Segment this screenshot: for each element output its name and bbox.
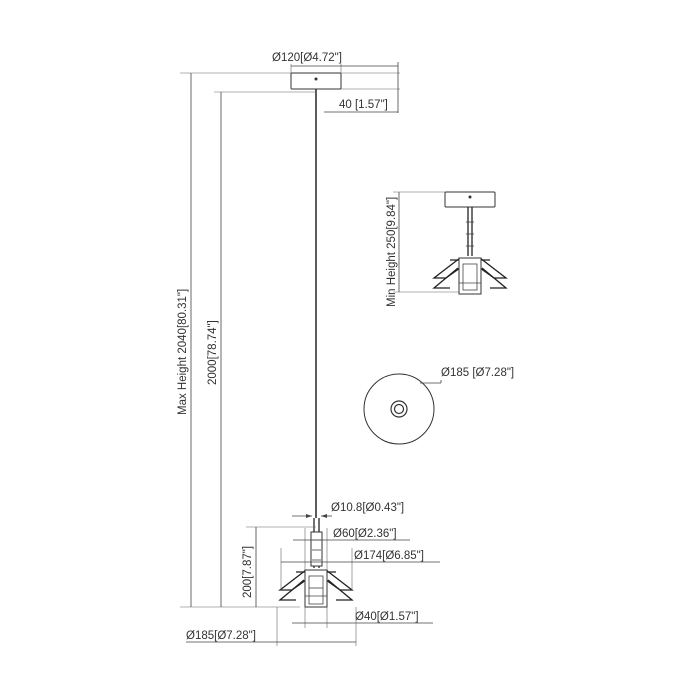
overall-diameter-dimension: Ø185[Ø7.28"] xyxy=(186,607,357,646)
max-height-label: Max Height 2040[80.31"] xyxy=(177,289,189,415)
canopy-height-dimension: 40 [1.57"] xyxy=(324,72,400,113)
top-view-diameter-label: Ø185 [Ø7.28"] xyxy=(441,367,514,379)
max-height-dimension: Max Height 2040[80.31"] xyxy=(177,72,300,608)
body-diameter-label: Ø60[Ø2.36"] xyxy=(333,528,397,540)
fixture-height-dimension: 200[7.87"] xyxy=(242,526,316,607)
canopy-height-label: 40 [1.57"] xyxy=(339,99,388,111)
overall-diameter-label: Ø185[Ø7.28"] xyxy=(186,630,256,642)
min-height-dimension: Min Height 250[9.84"] xyxy=(386,191,459,307)
canopy-elevation xyxy=(290,72,342,90)
fixture-elevation xyxy=(278,518,354,608)
wing-diameter-dimension: Ø174[Ø6.85"] xyxy=(280,548,440,590)
cable-diameter-label: Ø10.8[Ø0.43"] xyxy=(331,502,404,514)
base-diameter-label: Ø40[Ø1.57"] xyxy=(355,611,419,623)
top-view: Ø185 [Ø7.28"] xyxy=(363,367,514,445)
fixture-height-label: 200[7.87"] xyxy=(242,546,254,598)
cable-length-label: 2000[78.74"] xyxy=(207,320,219,385)
wing-diameter-label: Ø174[Ø6.85"] xyxy=(354,550,424,562)
canopy-diameter-dimension: Ø120[Ø4.72"] xyxy=(272,52,399,73)
min-height-label: Min Height 250[9.84"] xyxy=(386,197,398,307)
canopy-diameter-label: Ø120[Ø4.72"] xyxy=(272,52,342,64)
body-diameter-dimension: Ø60[Ø2.36"] xyxy=(293,528,410,570)
cable-length-dimension: 2000[78.74"] xyxy=(207,91,316,607)
min-height-view xyxy=(432,191,508,295)
base-diameter-dimension: Ø40[Ø1.57"] xyxy=(292,607,433,628)
cable-diameter-dimension: Ø10.8[Ø0.43"] xyxy=(292,502,404,518)
